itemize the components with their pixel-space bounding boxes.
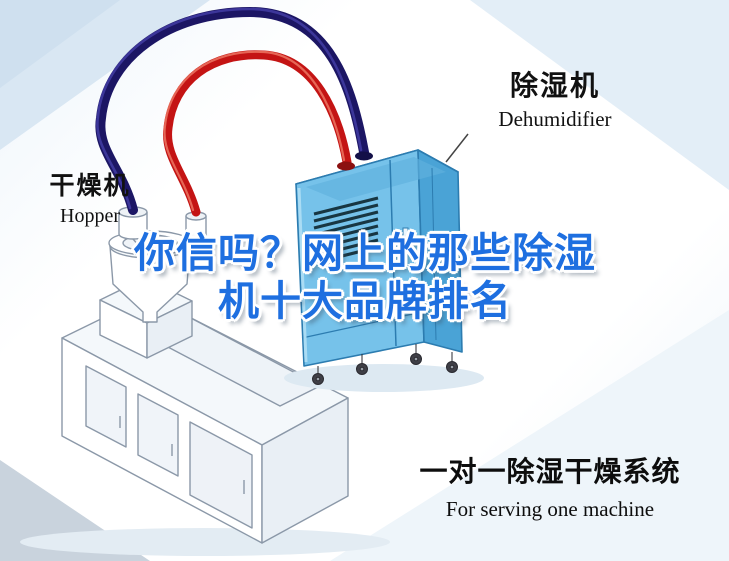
headline-line2: 机十大品牌排名	[218, 277, 512, 324]
hopper-illustration	[108, 206, 207, 323]
dehumidifier-label-cn: 除湿机	[509, 70, 600, 101]
caption: 一对一除湿干燥系统 For serving one machine	[400, 450, 700, 522]
hopper-label-cn: 干燥机	[49, 172, 131, 200]
dehumidifier-label-en: Dehumidifier	[498, 107, 612, 131]
label-pointer-line	[445, 133, 469, 163]
headline: 你信吗？网上的那些除湿 机十大品牌排名	[60, 230, 670, 325]
hopper-label-en: Hopper	[60, 205, 120, 227]
hopper-label: 干燥机 Hopper	[25, 166, 155, 228]
caster-wheels	[312, 344, 458, 385]
injection-molding-machine-illustration	[20, 277, 390, 556]
vent-grille	[313, 196, 379, 265]
caption-en: For serving one machine	[445, 497, 655, 521]
dehumidifier-illustration	[284, 149, 484, 392]
headline-line1: 你信吗？网上的那些除湿	[134, 230, 596, 276]
red-hose	[163, 50, 352, 217]
dehumidifier-label: 除湿机 Dehumidifier	[460, 64, 650, 132]
navy-hose	[95, 6, 369, 215]
caption-cn: 一对一除湿干燥系统	[419, 456, 681, 487]
